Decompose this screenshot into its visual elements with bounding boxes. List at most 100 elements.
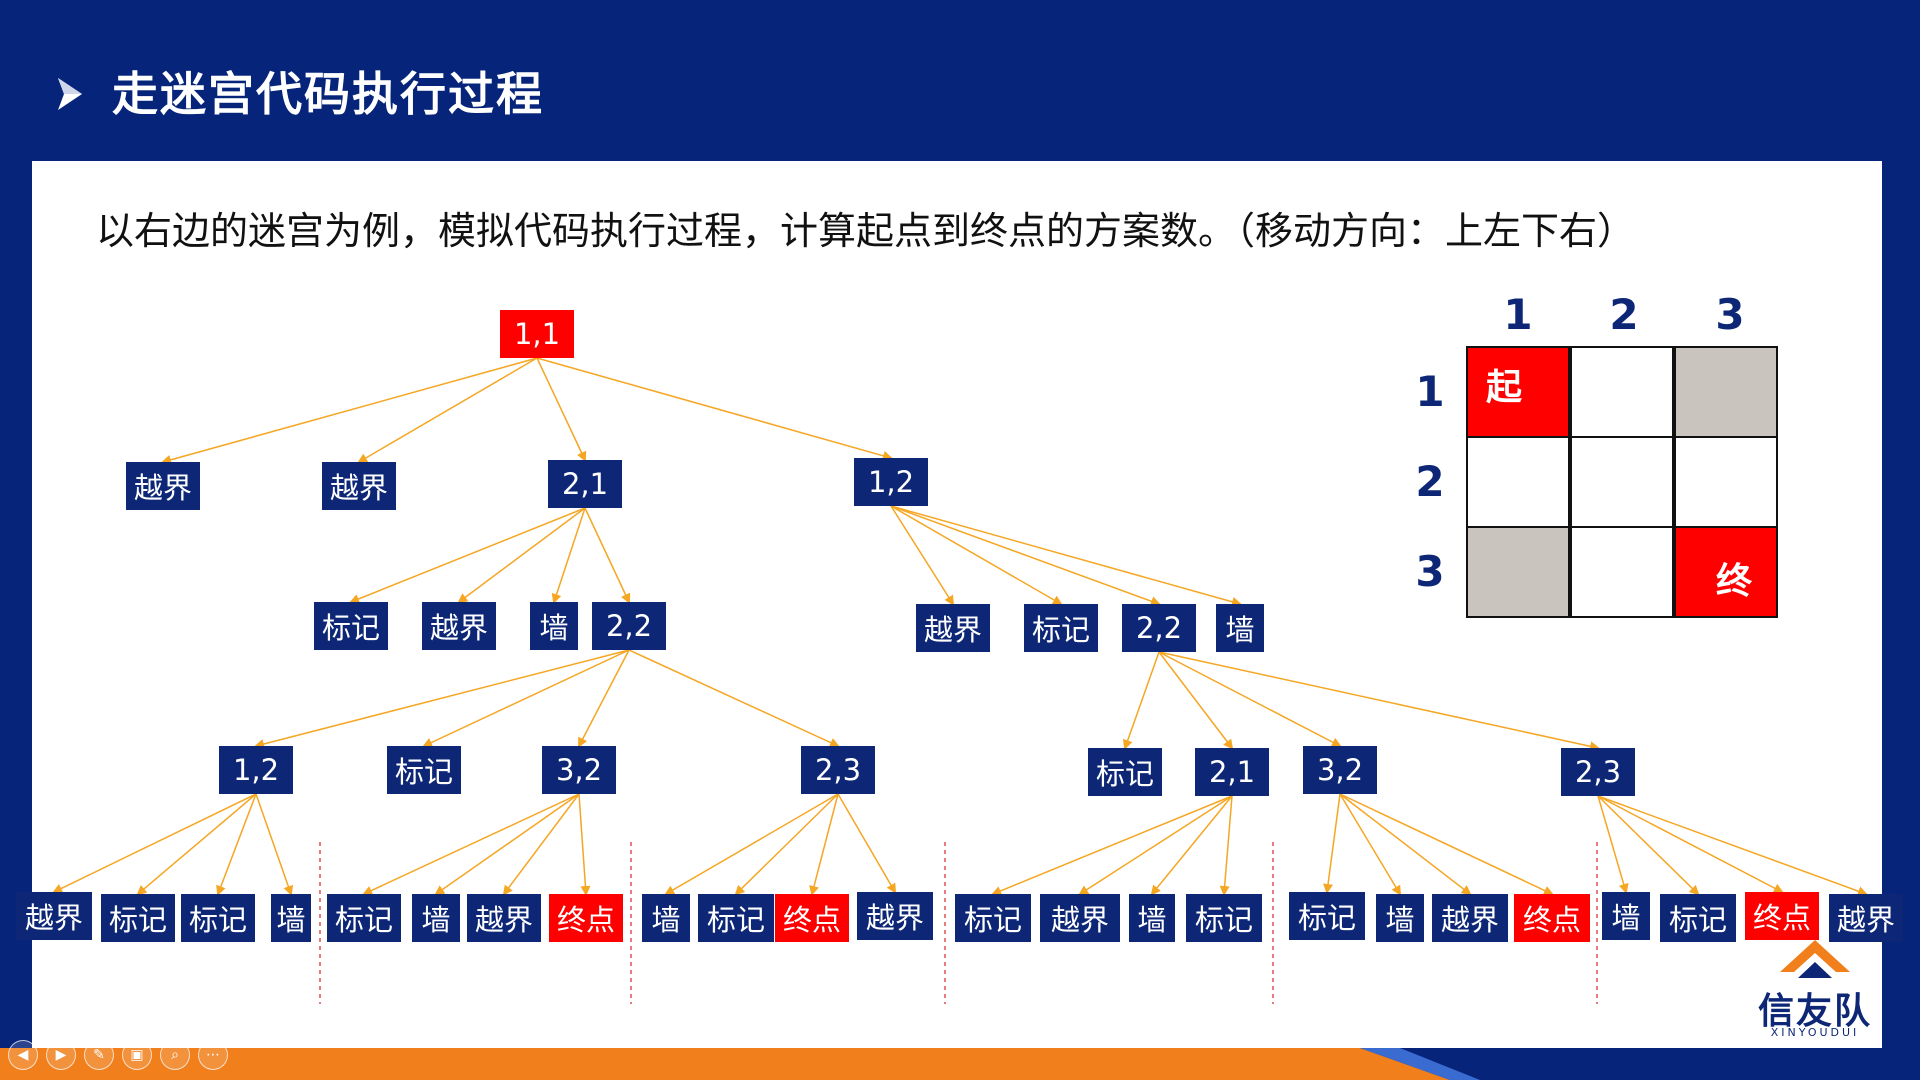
tree-edge: [1150, 795, 1233, 896]
tree-node: 越界: [422, 602, 496, 650]
tree-edge: [362, 793, 580, 896]
tree-node: 墙: [642, 894, 690, 942]
bottom-blue-wedge: [1360, 1048, 1920, 1080]
next-icon[interactable]: ▶: [46, 1040, 76, 1070]
logo-mark-icon: [1780, 940, 1850, 978]
maze-cell-start: 起: [1466, 346, 1570, 438]
tree-edge: [837, 793, 897, 894]
tree-edge: [578, 793, 591, 896]
tree-node: 越界: [322, 462, 396, 510]
tree-edge: [664, 793, 839, 896]
tree-edge: [578, 649, 630, 748]
tree-edge: [434, 793, 580, 896]
tree-node: 越界: [916, 604, 990, 652]
tree-edge: [502, 793, 580, 896]
logo-subtitle: XINYOUDUI: [1770, 1026, 1860, 1039]
maze-cell-text: 终: [1716, 560, 1753, 602]
maze-cell-empty: [1570, 526, 1674, 618]
tree-edge: [584, 507, 631, 604]
maze-cell-empty: [1466, 436, 1570, 528]
group-dividers: [319, 842, 1598, 1004]
tree-node: 墙: [1602, 892, 1650, 940]
maze-column-label: 3: [1715, 290, 1745, 339]
slideshow-controls: ◀ ▶ ✎ ▣ ⌕ ⋯: [8, 1040, 228, 1072]
tree-edge: [734, 793, 839, 896]
tree-edge: [1158, 651, 1600, 752]
tree-node: 墙: [1376, 894, 1424, 942]
tree-node: 越界: [467, 894, 541, 942]
maze-row-label: 3: [1415, 547, 1445, 596]
tree-edges: [52, 357, 1868, 896]
prev-icon[interactable]: ◀: [8, 1040, 38, 1070]
maze-row-label: 2: [1415, 457, 1445, 506]
tree-node: 标记: [1186, 894, 1262, 942]
tree-edge: [216, 793, 257, 896]
tree-edge: [628, 649, 840, 748]
tree-edge: [1597, 795, 1784, 893]
tree-node: 标记: [181, 894, 255, 942]
pen-icon[interactable]: ✎: [84, 1040, 114, 1070]
tree-node: 终点: [775, 894, 849, 942]
maze-row-label: 1: [1415, 367, 1445, 416]
slides-icon[interactable]: ▣: [122, 1040, 152, 1070]
tree-node: 2,1: [548, 460, 622, 508]
bullet-arrow-icon: [58, 78, 82, 110]
maze-column-label: 1: [1503, 290, 1533, 339]
tree-node: 2,2: [592, 602, 666, 650]
tree-edge: [809, 793, 839, 896]
tree-edge: [1339, 793, 1472, 896]
tree-node: 1,2: [219, 746, 293, 794]
maze-cell-empty: [1570, 436, 1674, 528]
tree-edge: [1078, 795, 1233, 896]
tree-node: 2,3: [1561, 748, 1635, 796]
tree-node: 标记: [698, 894, 774, 942]
tree-node: 标记: [1660, 894, 1736, 942]
xinyoudui-logo: 信友队 XINYOUDUI: [1740, 920, 1890, 1040]
tree-edge: [357, 357, 538, 464]
tree-node: 2,3: [801, 746, 875, 794]
tree-node: 标记: [101, 894, 175, 942]
tree-node: 标记: [955, 894, 1031, 942]
tree-edge: [890, 505, 955, 606]
tree-node: 1,2: [854, 458, 928, 506]
tree-node: 越界: [1829, 894, 1903, 942]
maze-cell-empty: [1674, 436, 1778, 528]
tree-edge: [52, 793, 257, 894]
maze-cell-wall: [1674, 346, 1778, 438]
tree-node: 1,1: [500, 310, 574, 358]
tree-edge: [1339, 793, 1402, 896]
slide-title: 走迷宫代码执行过程: [112, 67, 544, 121]
tree-node: 墙: [1216, 604, 1264, 652]
zoom-icon[interactable]: ⌕: [160, 1040, 190, 1070]
tree-edge: [457, 507, 586, 604]
tree-node: 标记: [1289, 892, 1365, 940]
tree-edge: [422, 649, 630, 748]
tree-edge: [254, 649, 630, 749]
tree-node: 标记: [327, 894, 401, 942]
tree-edge: [1339, 793, 1554, 896]
tree-edge: [255, 793, 294, 896]
tree-edge: [161, 357, 538, 465]
tree-node: 2,2: [1122, 604, 1196, 652]
problem-description: 以右边的迷宫为例，模拟代码执行过程，计算起点到终点的方案数。（移动方向：上左下右…: [96, 209, 1636, 253]
maze-cell-empty: [1570, 346, 1674, 438]
tree-node: 标记: [387, 746, 461, 794]
tree-node: 越界: [126, 462, 200, 510]
tree-edge: [1219, 795, 1233, 896]
tree-node: 标记: [314, 602, 388, 650]
tree-node: 越界: [1432, 894, 1508, 942]
tree-node: 终点: [1745, 892, 1819, 940]
tree-node: 墙: [530, 602, 578, 650]
tree-edge: [136, 793, 257, 896]
tree-edge: [1122, 651, 1160, 750]
tree-edge: [890, 505, 1242, 607]
tree-node: 越界: [1040, 894, 1120, 942]
slide-header: 走迷宫代码执行过程: [0, 0, 1920, 160]
tree-edge: [536, 357, 893, 461]
tree-node: 越界: [16, 892, 92, 940]
more-icon[interactable]: ⋯: [198, 1040, 228, 1070]
tree-edge: [1323, 793, 1341, 894]
tree-edge: [890, 505, 1063, 605]
tree-edge: [1597, 795, 1629, 894]
